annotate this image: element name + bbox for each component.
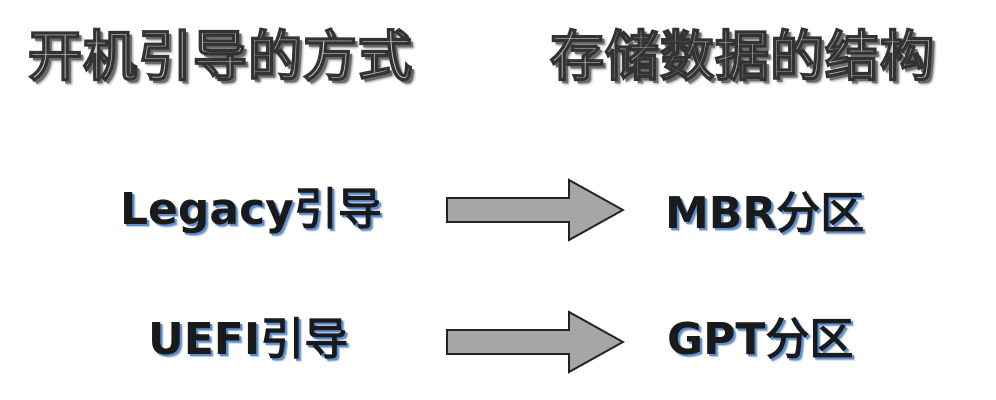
- label-legacy-boot: Legacy引导: [120, 184, 382, 235]
- label-gpt-partition: GPT分区: [667, 314, 854, 365]
- heading-boot-method: 开机引导的方式: [27, 25, 413, 88]
- label-uefi-boot: UEFI引导: [148, 314, 349, 365]
- right-arrow-icon: [446, 178, 625, 242]
- label-mbr-partition: MBR分区: [665, 188, 865, 239]
- right-arrow-icon: [446, 310, 625, 374]
- heading-storage-structure: 存储数据的结构: [549, 25, 935, 88]
